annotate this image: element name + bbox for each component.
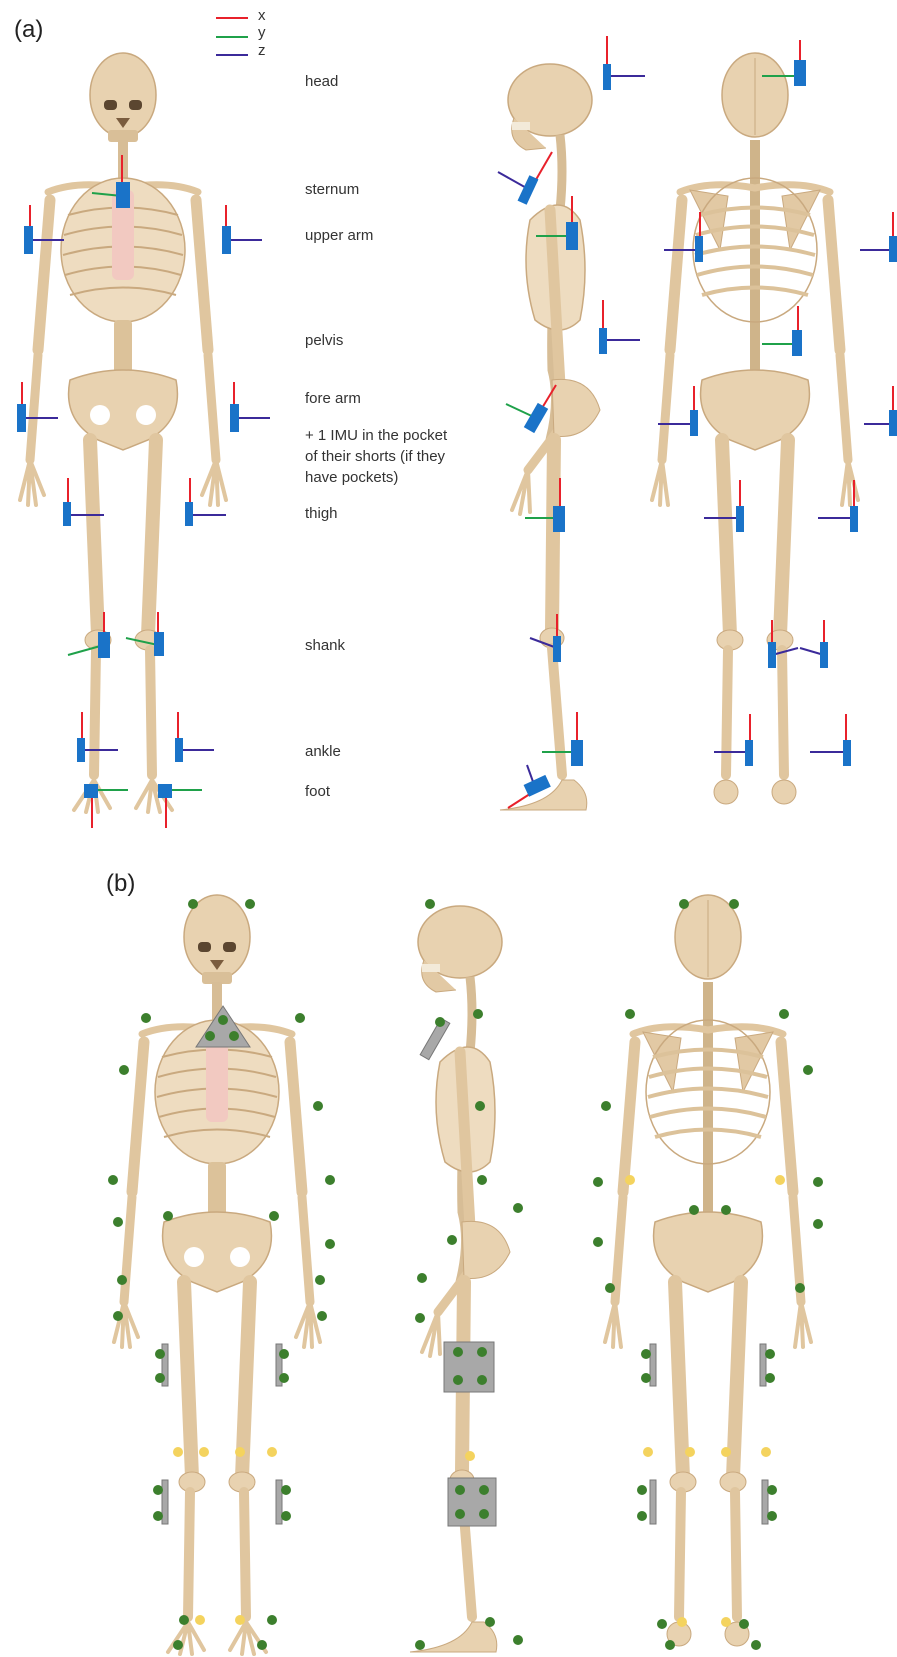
panel-b [108,895,823,1654]
panel-b-label: (b) [106,870,135,898]
skeleton-back-view-b [605,895,811,1646]
label-pocket-line-1: + 1 IMU in the pocket [305,426,447,445]
imu-thigh-right-back [818,480,858,532]
label-pelvis: pelvis [305,331,343,350]
imu-ankle-right-back [810,714,851,766]
imu-pelvis-back [762,306,802,356]
imu-fore-arm-right-back [864,386,897,436]
segment-clusters-side [444,1342,496,1526]
legend-swatch-z [216,54,248,56]
imu-fore-arm-right-front [230,382,270,432]
imu-upper-arm-right-back [860,212,897,262]
label-ankle: ankle [305,742,341,761]
label-foot: foot [305,782,330,801]
sternum-side-cluster [420,1018,450,1059]
skeleton-front-view-b [114,895,320,1654]
imu-ankle-left-back [714,714,753,766]
label-upper-arm: upper arm [305,226,373,245]
imu-ankle-right-front [175,712,214,762]
label-pocket-line-2: of their shorts (if they [305,447,445,466]
legend-swatch-y [216,36,248,38]
label-sternum: sternum [305,180,359,199]
imu-foot-right-front [158,784,202,828]
panel-a [17,36,897,828]
legend-label-y: y [258,24,266,41]
skeleton-back-view-a [652,53,858,804]
legend-swatch-x [216,17,248,19]
label-shank: shank [305,636,345,655]
label-fore-arm: fore arm [305,389,361,408]
imu-head-side [603,36,645,90]
imu-foot-left-front [84,784,128,828]
imu-pelvis-side [599,300,640,354]
segment-clusters-back [650,1344,768,1524]
skeleton-side-view-a [500,64,600,810]
label-thigh: thigh [305,504,338,523]
legend-label-x: x [258,7,266,24]
legend-label-z: z [258,42,266,59]
panel-a-label: (a) [14,16,43,44]
imu-upper-arm-right-front [222,205,262,254]
imu-shank-right-back [800,620,828,668]
label-pocket-line-3: have pockets) [305,468,398,487]
imu-sternum-side [498,152,552,205]
segment-clusters-front [162,1344,282,1524]
label-head: head [305,72,338,91]
